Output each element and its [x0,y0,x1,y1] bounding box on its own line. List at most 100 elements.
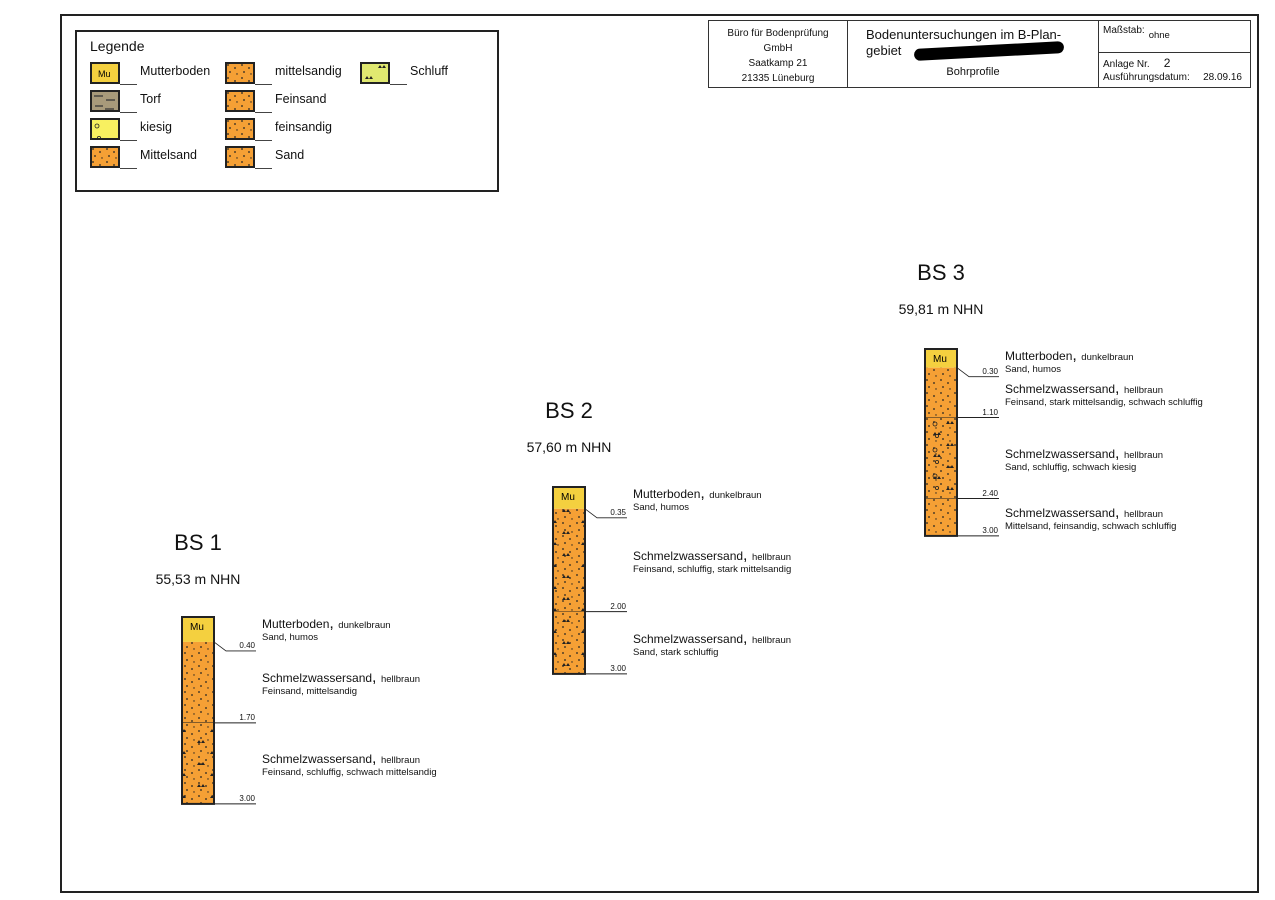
depth-label: 3.00 [982,525,998,535]
depth-label: 2.40 [982,488,998,498]
topsoil-symbol: Mu [561,492,575,503]
layer-detail: Sand, stark schluffig [633,646,719,658]
layer-name: Schmelzwassersand [1005,506,1116,521]
legend-underline [120,140,137,141]
layer-color: dunkelbraun [709,490,762,501]
layer-detail: Feinsand, mittelsandig [262,686,358,698]
swatch-text: Mu [98,69,111,79]
legend-swatch-dots [90,146,120,168]
sand-pattern [182,641,214,723]
layer-detail: Mittelsand, feinsandig, schwach schluffi… [1005,521,1177,533]
column-outline [924,348,958,537]
layer-detail: Feinsand, schluffig, stark mittelsandig [633,564,792,576]
layer-detail: Feinsand, stark mittelsandig, schwach sc… [1005,396,1203,408]
legend-label: Feinsand [275,92,327,106]
legend-underline [120,112,137,113]
layer-detail: Sand, humos [1005,364,1061,375]
legend-underline [255,112,272,113]
layer-color: dunkelbraun [338,620,391,631]
depth-leader [956,367,999,378]
legend-underline [255,168,272,169]
legend-item: Feinsand [225,90,365,116]
legend-label: feinsandig [275,120,332,134]
depth-label: 2.00 [610,601,626,611]
legend-label: kiesig [140,120,172,134]
depth-label: 0.40 [239,640,255,650]
profile-title: BS 3 [917,260,965,285]
silt-pattern [553,508,585,612]
legend-swatch-mu: Mu [90,62,120,84]
depth-label: 0.35 [610,507,626,517]
company-city: 21335 Lüneburg [741,73,815,84]
drawing-subtitle: Bohrprofile [946,66,1000,78]
scale-cell: Maßstab:ohne [1099,21,1250,53]
silt-pattern [553,611,585,674]
title-block: Büro für Bodenprüfung GmbH Saatkamp 21 2… [708,20,1251,88]
layer-color: hellbraun [751,552,792,564]
topsoil-symbol: Mu [933,354,947,365]
layer-color: hellbraun [1123,450,1164,462]
borehole-column: Mu [552,486,627,675]
date-label: Ausführungsdatum: [1103,72,1190,83]
layer-detail: Sand, humos [262,632,318,643]
depth-label: 0.30 [982,366,998,376]
layer-name: Mutterboden [1005,349,1073,363]
legend-swatch-gravel [90,118,120,140]
topsoil-symbol: Mu [190,622,204,633]
legend-label: Sand [275,148,305,162]
borehole-column: Mu [181,616,256,805]
layer-color: hellbraun [1123,509,1164,521]
profile-title: BS 1 [174,530,222,555]
project-cell: Bodenuntersuchungen im B-Plan-gebiet Boh… [848,21,1099,87]
soil-layer [553,487,585,509]
legend-item: kiesig [90,118,230,144]
legend-label: Mutterboden [140,64,211,78]
legend-item: Schluff [360,62,500,88]
legend-label: mittelsandig [275,64,342,78]
layer-detail: Sand, humos [633,502,689,513]
layer-color: hellbraun [751,634,792,646]
scale-label: Maßstab: [1103,25,1145,36]
profile-elevation: 55,53 m NHN [155,571,241,587]
legend-item: Mittelsand [90,146,230,172]
column-outline [552,486,586,675]
profile-elevation: 59,81 m NHN [898,301,984,317]
annex-cell: Anlage Nr.2 [1099,53,1250,72]
depth-label: 1.10 [982,407,998,417]
depth-label: 3.00 [239,793,255,803]
legend-swatch-dots [225,118,255,140]
legend-underline [390,84,407,85]
page-frame [60,14,1259,893]
layer-name: Mutterboden [262,617,330,631]
legend-swatch-peat [90,90,120,112]
layer-color: hellbraun [1123,384,1164,396]
legend-item: mittelsandig [225,62,365,88]
legend-title: Legende [90,38,145,54]
company-address: Büro für Bodenprüfung GmbH Saatkamp 21 2… [709,21,848,87]
company-street: Saatkamp 21 [748,58,808,69]
legend-underline [255,84,272,85]
project-title: Bodenuntersuchungen im B-Plan-gebiet [866,27,1062,58]
legend-label: Mittelsand [140,148,197,162]
legend-underline [120,168,137,169]
legend-item: Sand [225,146,365,172]
legend-item: Torf [90,90,230,116]
depth-label: 1.70 [239,712,255,722]
annex-label: Anlage Nr. [1103,59,1150,70]
legend-item: Mu Mutterboden [90,62,230,88]
layer-detail: Sand, schluffig, schwach kiesig [1005,462,1137,474]
soil-layer [182,617,214,642]
layer-name: Schmelzwassersand [262,671,373,686]
layer-color: dunkelbraun [1081,352,1134,363]
